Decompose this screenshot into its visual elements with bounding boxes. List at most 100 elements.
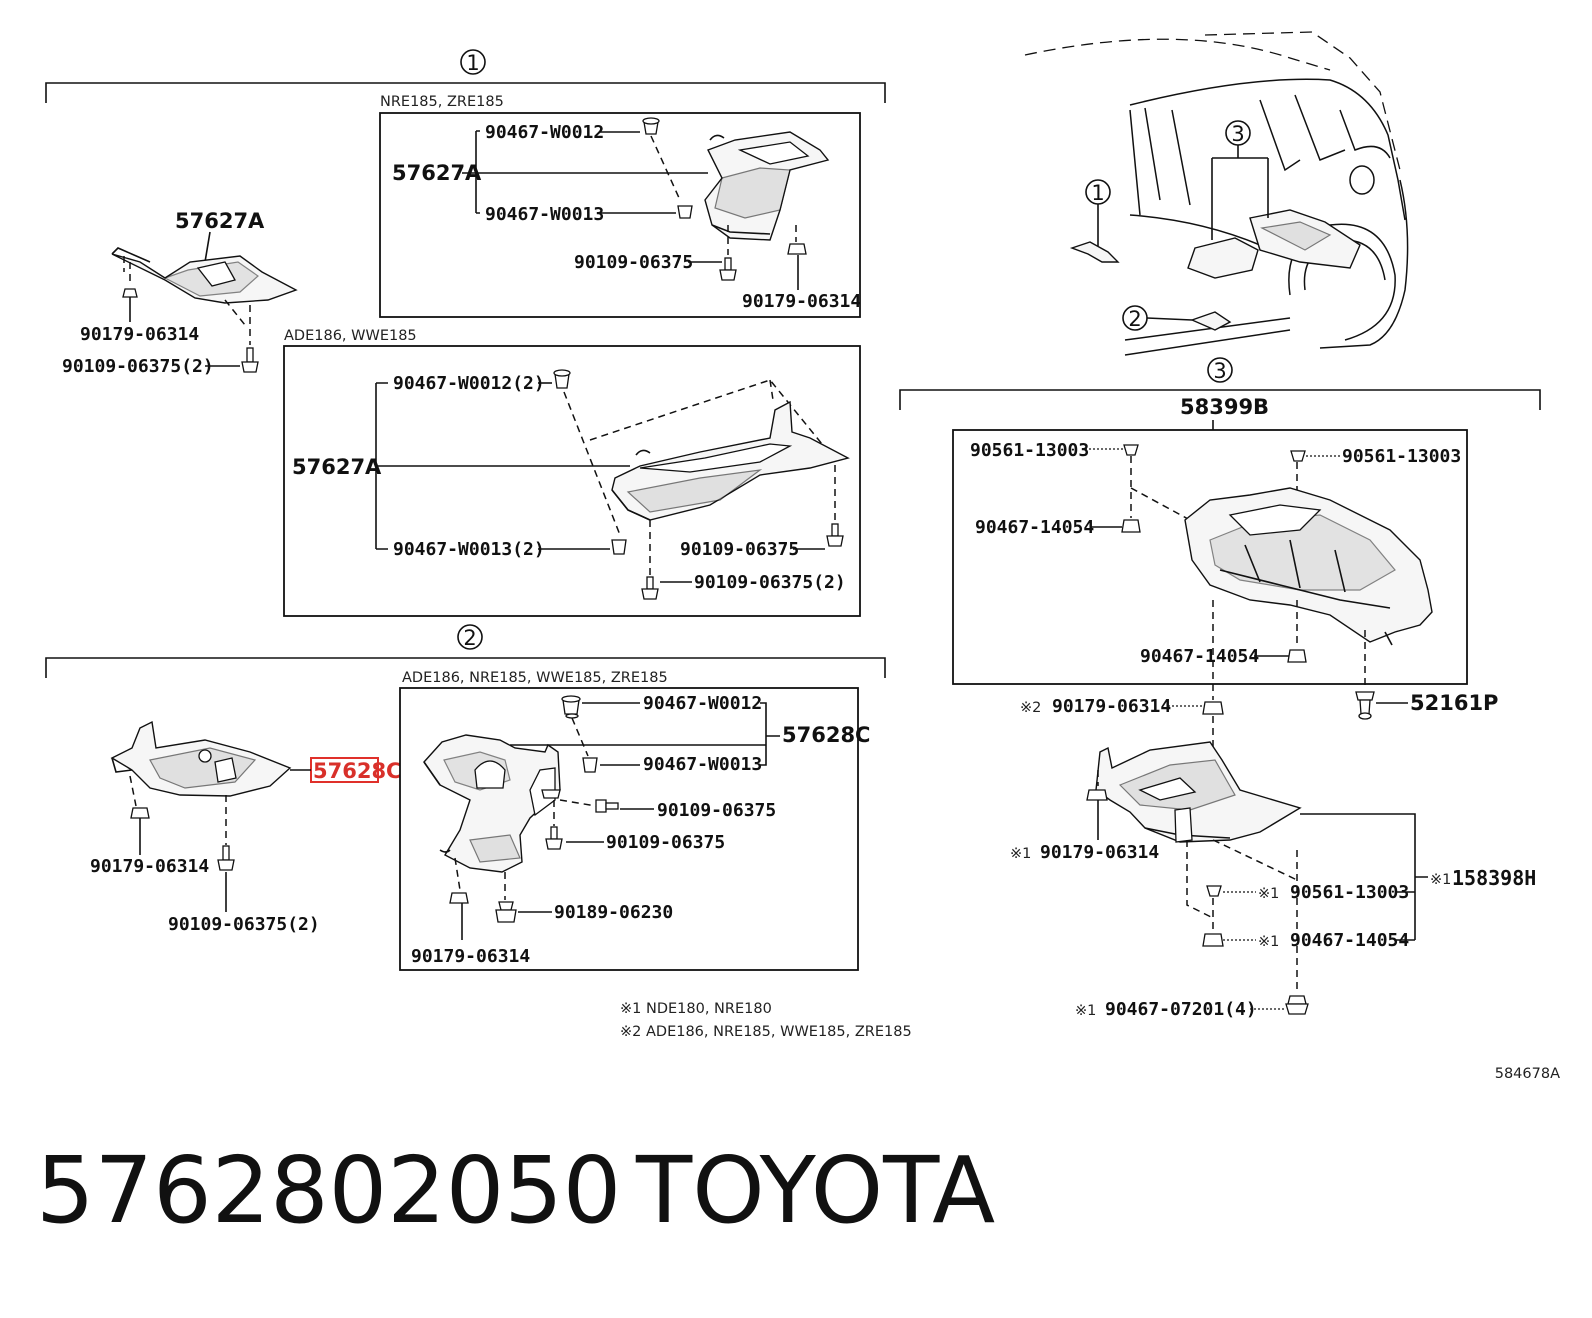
g3-clip-icon — [1355, 691, 1375, 720]
group-3: 3 58399B 90561-13003 90467-14054 90561-1… — [899, 357, 1541, 1020]
g1-top-cover-drawing — [704, 131, 830, 241]
g2-right-clip1-icon — [561, 695, 581, 719]
g2-r-p4-label: 90109-06375 — [606, 832, 725, 853]
g3-lower-cover-drawing — [1095, 741, 1302, 843]
g1-left-p2-label: 90109-06375(2) — [62, 356, 214, 377]
g1-bot-p4-label: 90109-06375(2) — [694, 572, 846, 593]
g1-top-p3-label: 90109-06375 — [574, 252, 693, 273]
g2-left-p2-label: 90109-06375(2) — [168, 914, 320, 935]
g1-bot-cover-drawing — [611, 400, 850, 521]
g3-p3-label: 90467-14054 — [975, 517, 1094, 538]
g3-p1-label: 90561-13003 — [970, 440, 1089, 461]
g2-left-cover-drawing — [110, 720, 292, 797]
g2-left-bolt-icon — [217, 845, 235, 871]
g1-bot-clip-icon — [553, 369, 571, 389]
g3-m1-grommet-icon — [1206, 885, 1222, 897]
callout-1-digit: 1 — [466, 51, 479, 75]
callout-2-digit: 2 — [463, 626, 476, 650]
figure-code: 584678A — [1495, 1066, 1560, 1082]
car-callout-3-digit: 3 — [1231, 122, 1244, 146]
g2-r-p3-label: 90109-06375 — [657, 800, 776, 821]
g1-left-cover-drawing — [111, 247, 298, 304]
g1-top-p1-label: 90467-W0012 — [485, 122, 604, 143]
g3-p2-label: 90561-13003 — [1342, 446, 1461, 467]
g3-m1-p3-label: 90467-14054 — [1290, 930, 1409, 951]
g1-top-nut-icon — [787, 243, 807, 255]
g3-m1-mark-c: ※1 — [1258, 886, 1279, 902]
g1-bot-bolt-icon — [826, 523, 844, 547]
group-2: 2 57628C 90179-06314 90109-06375(2) ADE1… — [45, 624, 886, 971]
g1-bot-bolt2-icon — [641, 576, 659, 600]
brand-name: TOYOTA — [635, 1137, 995, 1244]
g3-clip-label: 52161P — [1410, 691, 1498, 715]
g1-left-nut-icon — [122, 288, 138, 298]
g2-right-models: ADE186, NRE185, WWE185, ZRE185 — [402, 670, 668, 686]
g1-top-box — [379, 112, 861, 318]
g1-left-assy-label: 57627A — [175, 209, 265, 233]
g3-nut2-icon — [1287, 649, 1307, 663]
g1-bot-clip2-icon — [611, 539, 627, 555]
car-callout-2-digit: 2 — [1128, 307, 1141, 331]
g3-m1-mark-e: ※1 — [1075, 1003, 1096, 1019]
g3-m2-p-label: 90179-06314 — [1052, 696, 1171, 717]
g3-m1-nut-icon — [1086, 789, 1108, 801]
g2-r-p6-label: 90179-06314 — [411, 946, 530, 967]
group-3-bracket — [899, 389, 1541, 410]
part-number: 5762802050 — [36, 1137, 621, 1244]
car-callout-1-digit: 1 — [1091, 181, 1104, 205]
g1-bot-p1-label: 90467-W0012(2) — [393, 373, 545, 394]
g2-r-assy-label: 57628C — [782, 723, 870, 747]
g3-p4-label: 90467-14054 — [1140, 646, 1259, 667]
g1-bot-box — [283, 345, 861, 617]
note-1: ※1 NDE180, NRE180 — [620, 1001, 772, 1017]
g2-right-clip2-icon — [582, 757, 598, 773]
note-2: ※2 ADE186, NRE185, WWE185, ZRE185 — [620, 1024, 912, 1040]
g2-right-box — [399, 687, 859, 971]
g3-assy-label: 58399B — [1180, 395, 1269, 419]
g2-left-assy-label: 57628C — [313, 759, 401, 783]
callout-circle-2 — [457, 624, 483, 650]
g2-r-p5-label: 90189-06230 — [554, 902, 673, 923]
g1-left-bolt-icon — [241, 347, 259, 373]
g3-grommet1-icon — [1123, 444, 1139, 456]
g2-right-bolt2-icon — [545, 826, 563, 850]
group-1: 1 57627A 90179-06314 90109-06375(2) NRE1… — [45, 49, 886, 617]
g3-m2-mark: ※2 — [1020, 700, 1041, 716]
g1-top-p4-label: 90179-06314 — [742, 291, 861, 312]
g2-right-nut-icon — [449, 892, 469, 904]
g3-m1-p2-label: 90561-13003 — [1290, 882, 1409, 903]
g3-m1-mark-d: ※1 — [1258, 934, 1279, 950]
callout-3-digit: 3 — [1213, 359, 1226, 383]
g3-nut1-icon — [1121, 519, 1141, 533]
g3-m1-p1-label: 90179-06314 — [1040, 842, 1159, 863]
group-1-bracket — [45, 82, 886, 103]
g3-box — [952, 429, 1468, 685]
g2-r-p1-label: 90467-W0012 — [643, 693, 762, 714]
car-overview-drawing: 3 1 2 — [1024, 31, 1409, 356]
g2-left-p1-label: 90179-06314 — [90, 856, 209, 877]
g3-m1-clip-icon — [1285, 995, 1309, 1015]
g3-grommet2-icon — [1290, 450, 1306, 462]
g3-m2-nut-icon — [1202, 701, 1224, 715]
g1-bot-p3-label: 90109-06375 — [680, 539, 799, 560]
g3-m1-nut2-icon — [1202, 933, 1224, 947]
g1-bot-p2-label: 90467-W0013(2) — [393, 539, 545, 560]
g1-top-clip2-icon — [677, 205, 693, 219]
g1-top-models: NRE185, ZRE185 — [380, 94, 504, 110]
g1-bot-assy-label: 57627A — [292, 455, 382, 479]
callout-circle-3 — [1207, 357, 1233, 383]
g1-top-bolt-icon — [719, 257, 737, 281]
g2-r-p2-label: 90467-W0013 — [643, 754, 762, 775]
g2-right-bolt1-icon — [595, 799, 619, 813]
g2-right-cover-drawing — [423, 734, 561, 873]
g1-top-clip-icon — [642, 117, 660, 135]
g2-right-bolt3-icon — [495, 901, 517, 923]
callout-circle-1 — [460, 49, 486, 75]
g3-m1-assy-label: 158398H — [1452, 866, 1536, 890]
group-2-bracket — [45, 657, 886, 678]
g3-m1-p4-label: 90467-07201(4) — [1105, 999, 1257, 1020]
g3-m1-mark-b: ※1 — [1430, 872, 1451, 888]
g3-cover-drawing — [1184, 487, 1433, 700]
g1-bot-models: ADE186, WWE185 — [284, 328, 417, 344]
